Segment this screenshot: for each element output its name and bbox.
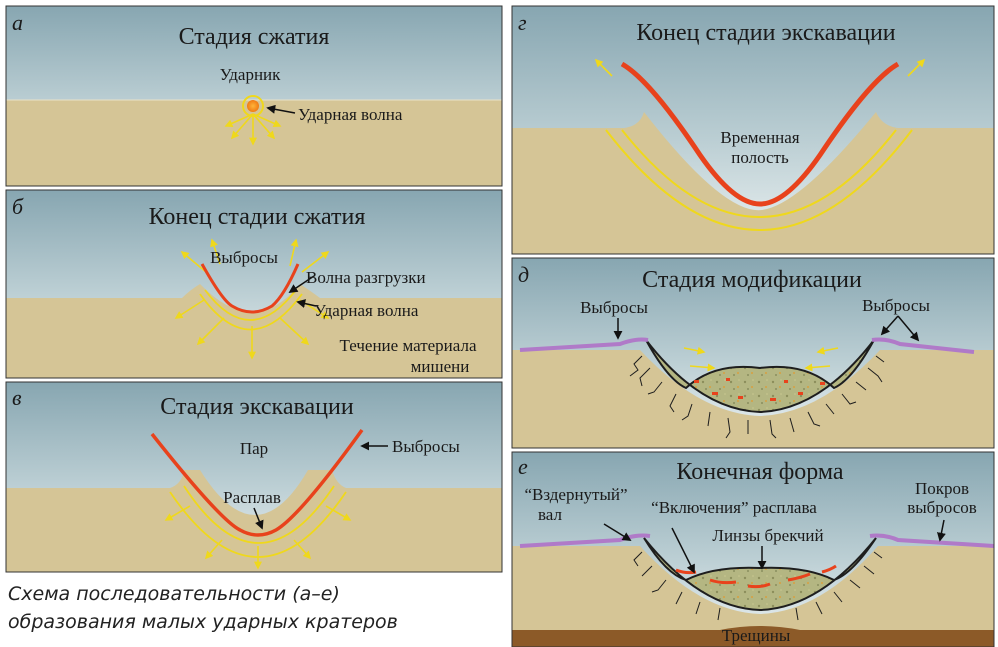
label-ejecta: Выбросы bbox=[210, 248, 278, 267]
panel-a: а Стадия сжатия Ударник Ударная волна bbox=[6, 6, 502, 186]
label-raised-rim-2: вал bbox=[538, 505, 562, 524]
label-shock-wave: Ударная волна bbox=[298, 105, 403, 124]
panel-letter: г bbox=[518, 10, 527, 35]
panel-g: г Конец стадии экскавации Временная поло… bbox=[512, 6, 994, 254]
caption-line-1: Схема последовательности (а–е) bbox=[8, 580, 498, 608]
label-ejecta-left: Выбросы bbox=[580, 298, 648, 317]
label-rarefaction: Волна разгрузки bbox=[306, 268, 426, 287]
panel-letter: в bbox=[12, 385, 22, 410]
label-target: мишени bbox=[411, 357, 470, 376]
label-impactor: Ударник bbox=[220, 65, 282, 84]
panel-title: Стадия сжатия bbox=[179, 24, 330, 50]
label-melt: Расплав bbox=[223, 488, 281, 507]
label-ejecta-cover-2: выбросов bbox=[907, 498, 977, 517]
label-breccia-lens: Линзы брекчий bbox=[712, 526, 823, 545]
caption-line-2: образования малых ударных кратеров bbox=[8, 608, 498, 636]
panel-title: Стадия модификации bbox=[642, 267, 862, 293]
impactor bbox=[247, 100, 259, 112]
panel-letter: а bbox=[12, 10, 23, 35]
label-raised-rim: “Вздернутый” bbox=[524, 485, 627, 504]
label-vapor: Пар bbox=[240, 439, 268, 458]
label-material-flow: Течение материала bbox=[340, 336, 477, 355]
label-ejecta-right: Выбросы bbox=[862, 296, 930, 315]
label-shock-wave: Ударная волна bbox=[314, 301, 419, 320]
panel-v: в Стадия экскавации Пар Выбросы Расплав bbox=[6, 382, 502, 572]
panel-d: д Стадия модификации Выбросы Выбросы bbox=[512, 258, 994, 448]
label-transient-cavity: Временная bbox=[720, 128, 799, 147]
panel-b: б Конец стадии сжатия Выбросы Волна разг… bbox=[6, 190, 502, 378]
label-fractures: Трещины bbox=[722, 626, 791, 645]
panel-letter: д bbox=[518, 262, 529, 287]
label-melt-inclusions: “Включения” расплава bbox=[651, 498, 817, 517]
panel-title: Конечная форма bbox=[676, 459, 844, 485]
panel-title: Конец стадии сжатия bbox=[149, 204, 366, 230]
panel-title: Стадия экскавации bbox=[160, 394, 354, 420]
panel-letter: б bbox=[12, 194, 24, 219]
panel-e: е Конечная форма “Вздернутый” вал “Включ… bbox=[512, 452, 994, 647]
label-ejecta-cover: Покров bbox=[915, 479, 969, 498]
label-transient-cavity-2: полость bbox=[731, 148, 789, 167]
figure-caption: Схема последовательности (а–е) образован… bbox=[8, 580, 498, 636]
label-ejecta: Выбросы bbox=[392, 437, 460, 456]
panel-letter: е bbox=[518, 454, 528, 479]
panel-title: Конец стадии экскавации bbox=[636, 20, 895, 46]
